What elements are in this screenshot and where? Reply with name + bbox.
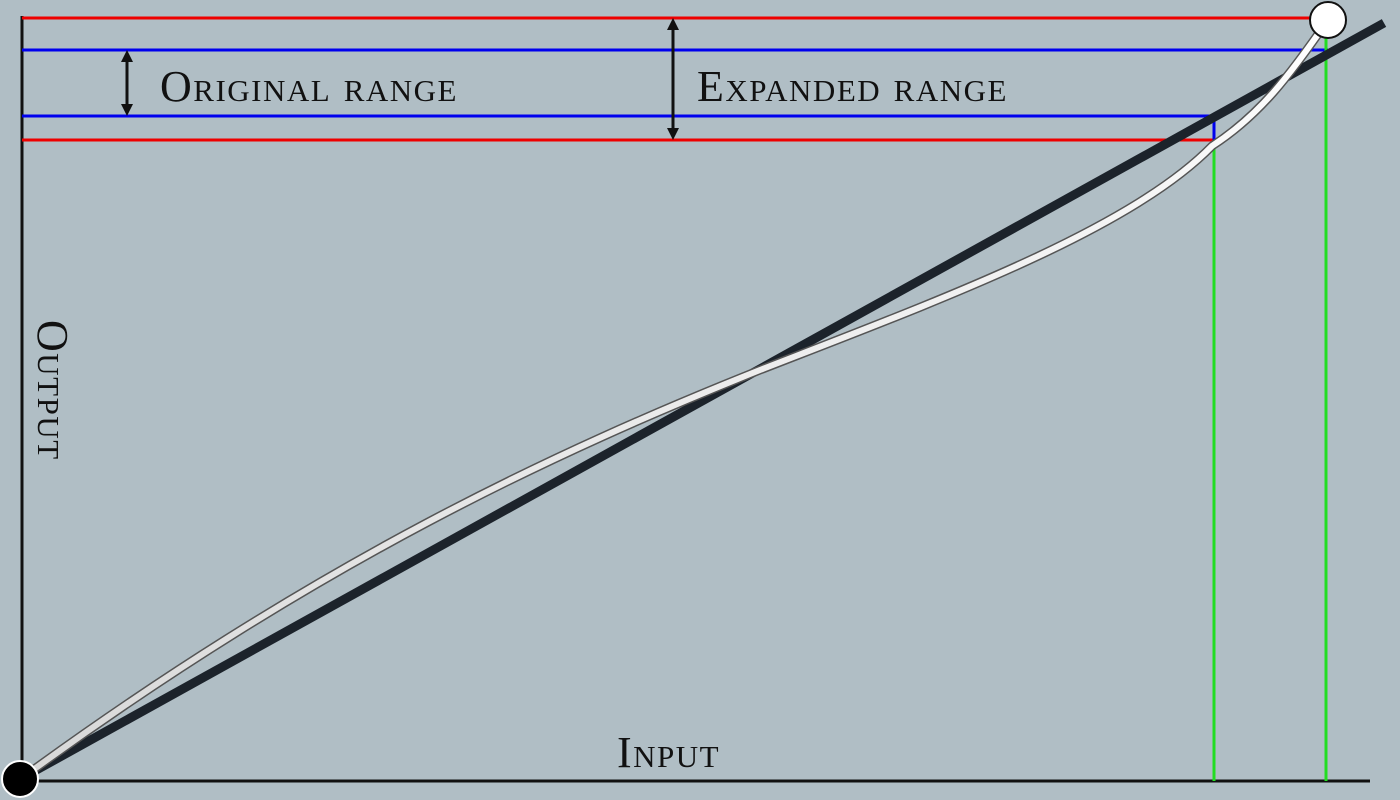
input-axis-label: Input [617, 728, 720, 777]
tone-curve [19, 17, 1331, 781]
curve-end-handle[interactable] [1309, 1, 1347, 39]
expanded-range-label: Expanded range [697, 62, 1008, 111]
linear-reference-line [19, 19, 1387, 782]
original-range-label: Original range [160, 62, 458, 111]
output-axis-label: Output [28, 320, 77, 461]
curve-start-handle[interactable] [1, 760, 39, 798]
